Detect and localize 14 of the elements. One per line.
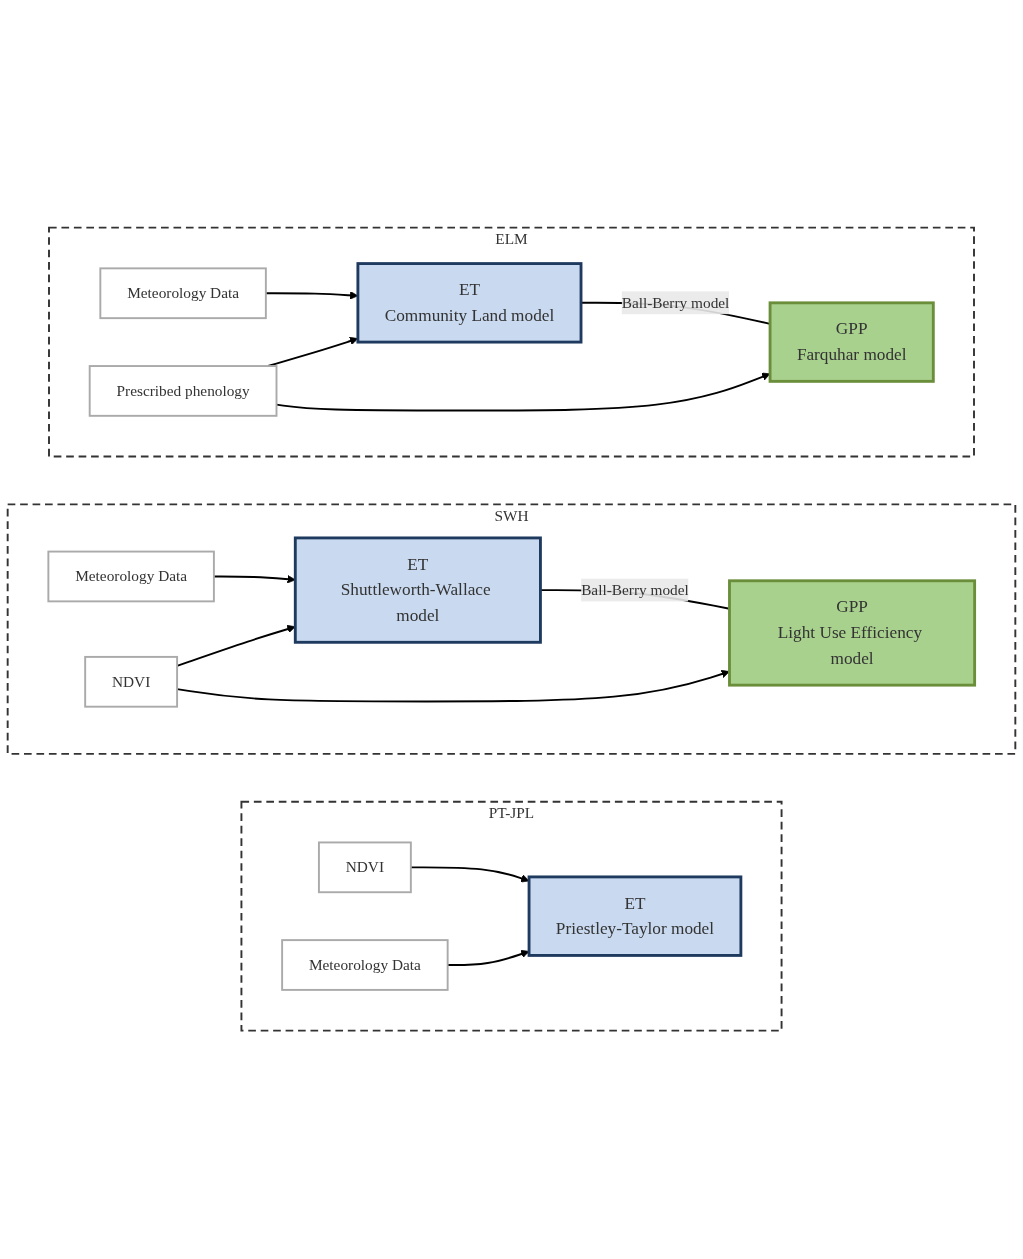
node-box: Meteorology Data (281, 939, 449, 992)
node-box: ET Shuttleworth-Wallace model (293, 536, 542, 645)
node-box: Prescribed phenology (88, 365, 278, 418)
node-box: Meteorology Data (47, 550, 215, 603)
node-box: NDVI (317, 841, 412, 894)
node-box: ET Priestley-Taylor model (527, 875, 743, 958)
node-box: GPP Farquhar model (768, 301, 935, 384)
node-box: GPP Light Use Efficiency model (728, 579, 977, 687)
arrow (267, 337, 359, 368)
edge-label: Ball-Berry model (581, 581, 689, 599)
node-box: NDVI (84, 656, 179, 708)
node-box: Meteorology Data (99, 267, 267, 320)
node-box: ET Community Land model (356, 262, 583, 344)
edge-label: Ball-Berry model (621, 294, 730, 311)
